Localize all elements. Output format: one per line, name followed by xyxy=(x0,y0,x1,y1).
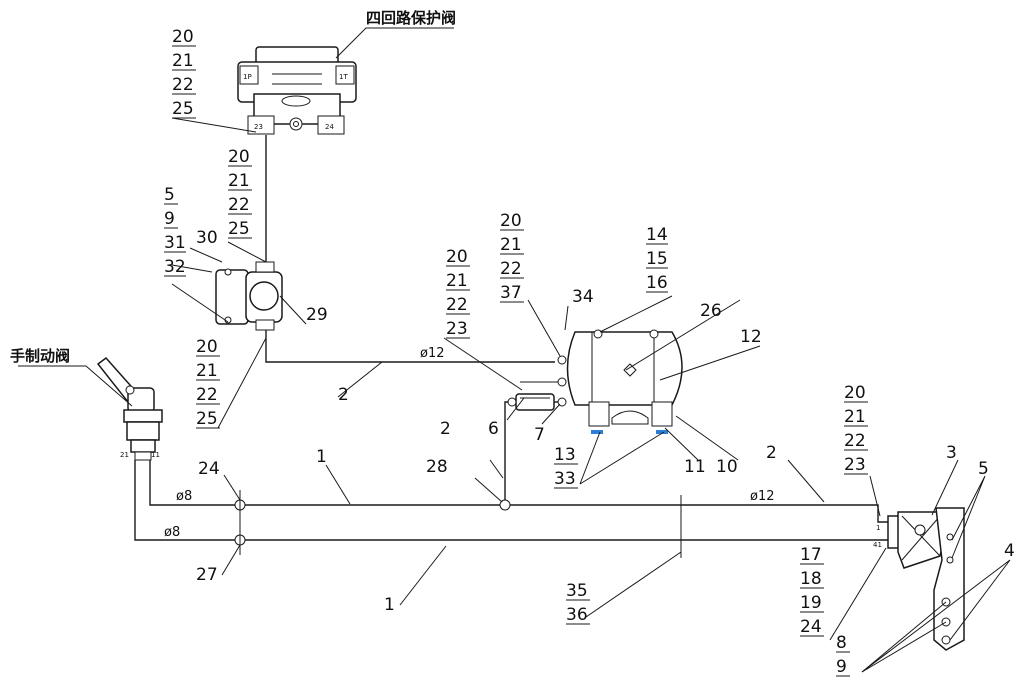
air-tank xyxy=(557,329,683,434)
pipe-relay-to-tank xyxy=(265,330,555,363)
label-25-midup: 25 xyxy=(228,219,250,239)
label-9-bottom: 9 xyxy=(836,657,847,677)
pipe-upper-line xyxy=(149,460,888,523)
label-34: 34 xyxy=(572,287,594,307)
port-21-label: 21 xyxy=(120,451,129,459)
label-hand-brake-valve: 手制动阀 xyxy=(10,347,70,365)
label-21-fitup: 21 xyxy=(500,235,522,255)
label-24: 24 xyxy=(198,459,220,479)
label-20-midup: 20 xyxy=(228,147,250,167)
label-dia-12-upper: ø12 xyxy=(420,346,445,361)
label-1-top: 1 xyxy=(316,447,327,467)
label-11: 11 xyxy=(684,457,706,477)
label-35: 35 xyxy=(566,581,588,601)
label-5-right: 5 xyxy=(978,459,989,479)
pipe-junctions xyxy=(234,490,511,555)
label-22-right: 22 xyxy=(844,431,866,451)
drain-valve-6 xyxy=(507,393,555,411)
label-4: 4 xyxy=(1004,541,1015,561)
label-31: 31 xyxy=(164,233,186,253)
label-15: 15 xyxy=(646,249,668,269)
label-13: 13 xyxy=(554,445,576,465)
svg-text:1P: 1P xyxy=(243,73,252,81)
label-25-midlow: 25 xyxy=(196,409,218,429)
svg-text:24: 24 xyxy=(325,123,334,131)
label-33: 33 xyxy=(554,469,576,489)
hand-brake-valve: 21 11 xyxy=(96,356,163,461)
callout-underlines xyxy=(164,45,868,677)
label-21-right: 21 xyxy=(844,407,866,427)
label-21-fitlow: 21 xyxy=(446,271,468,291)
label-20-fitup: 20 xyxy=(500,211,522,231)
label-17: 17 xyxy=(800,545,822,565)
label-20-fitlow: 20 xyxy=(446,247,468,267)
label-25-top: 25 xyxy=(172,99,194,119)
label-20-right: 20 xyxy=(844,383,866,403)
part-labels: 四回路保护阀 手制动阀 20 21 22 25 20 21 22 25 5 9 … xyxy=(10,9,1015,677)
label-22-fitup: 22 xyxy=(500,259,522,279)
label-18: 18 xyxy=(800,569,822,589)
label-12: 12 xyxy=(740,327,762,347)
junction-28 xyxy=(499,499,511,511)
label-2-mid: 2 xyxy=(440,419,451,439)
label-22-fitlow: 22 xyxy=(446,295,468,315)
label-30: 30 xyxy=(196,228,218,248)
label-23-right: 23 xyxy=(844,455,866,475)
relay-valve xyxy=(215,261,283,331)
chamber-port-1-label: 1 xyxy=(876,524,880,532)
label-5-left: 5 xyxy=(164,185,175,205)
label-26: 26 xyxy=(700,301,722,321)
label-19: 19 xyxy=(800,593,822,613)
label-27: 27 xyxy=(196,565,218,585)
label-14: 14 xyxy=(646,225,668,245)
label-3: 3 xyxy=(946,443,957,463)
leader-lines xyxy=(18,27,1011,673)
label-32: 32 xyxy=(164,257,186,277)
label-16: 16 xyxy=(646,273,668,293)
label-1-bottom: 1 xyxy=(384,595,395,615)
pipe-lines xyxy=(134,135,888,558)
label-9-left: 9 xyxy=(164,209,175,229)
label-8: 8 xyxy=(836,633,847,653)
label-22-top: 22 xyxy=(172,75,194,95)
label-24-right: 24 xyxy=(800,617,822,637)
label-21-midup: 21 xyxy=(228,171,250,191)
label-28: 28 xyxy=(426,457,448,477)
label-21-top: 21 xyxy=(172,51,194,71)
label-21-midlow: 21 xyxy=(196,361,218,381)
label-36: 36 xyxy=(566,605,588,625)
pipe-lower-line xyxy=(134,460,888,541)
label-20-midlow: 20 xyxy=(196,337,218,357)
label-10: 10 xyxy=(716,457,738,477)
label-dia-12-right: ø12 xyxy=(750,489,775,504)
label-23-fitlow: 23 xyxy=(446,319,468,339)
label-7: 7 xyxy=(534,425,545,445)
brake-chamber: 1 41 xyxy=(873,507,965,651)
label-dia-8-upper: ø8 xyxy=(176,489,192,504)
label-37: 37 xyxy=(500,283,522,303)
label-29: 29 xyxy=(306,305,328,325)
label-20-top: 20 xyxy=(172,27,194,47)
port-11-label: 11 xyxy=(151,451,160,459)
label-22-midlow: 22 xyxy=(196,385,218,405)
four-circuit-protection-valve: 1P 1T 23 24 xyxy=(237,46,357,135)
label-22-midup: 22 xyxy=(228,195,250,215)
svg-text:1T: 1T xyxy=(339,73,348,81)
label-four-circuit-protection-valve: 四回路保护阀 xyxy=(366,9,456,27)
label-2-right: 2 xyxy=(766,443,777,463)
svg-text:23: 23 xyxy=(254,123,263,131)
label-dia-8-lower: ø8 xyxy=(164,525,180,540)
label-6: 6 xyxy=(488,419,499,439)
label-2-left: 2 xyxy=(338,385,349,405)
chamber-port-41-label: 41 xyxy=(873,541,882,549)
